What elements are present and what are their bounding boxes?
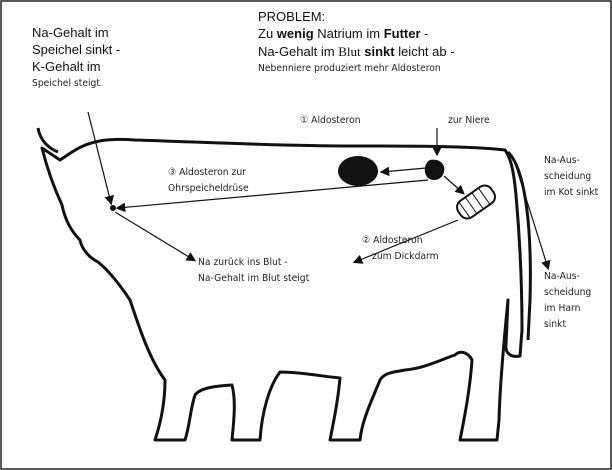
problem-line-2: Na-Gehalt im Blut sinkt leicht ab -: [258, 45, 455, 59]
label-harn-line2: scheidung: [544, 288, 591, 299]
arrow-to-parotid: [118, 180, 428, 208]
arrow-to-colon: [444, 176, 463, 193]
saliva-potassium-note: K-Gehalt im: [32, 60, 101, 74]
label-aldosteron-3-line1: ③ Aldosteron zur: [168, 168, 246, 179]
label-aldosteron-2-line1: ② Aldosteron: [362, 236, 423, 247]
problem-line-1-d: Futter: [384, 26, 421, 41]
arrow-note-to-dot: [88, 112, 111, 203]
problem-heading: PROBLEM:: [258, 10, 325, 24]
problem-line-2-d: sinkt: [364, 44, 394, 59]
problem-line-1: Zu wenig Natrium im Futter -: [258, 27, 429, 41]
kidney-shape: [338, 156, 378, 186]
problem-line-1-c: Natrium im: [314, 26, 384, 41]
problem-line-1-b: wenig: [277, 26, 314, 41]
problem-line-2-a: Na-Gehalt im: [258, 44, 338, 59]
problem-line-2-b: Blut: [338, 44, 360, 59]
label-blood-line1: Na zurück ins Blut -: [198, 258, 288, 269]
label-zur-niere: zur Niere: [448, 116, 490, 127]
cow-outline: [42, 139, 522, 440]
problem-line-2-e: leicht ab -: [395, 44, 455, 59]
label-harn-line3: im Harn: [544, 304, 580, 315]
label-harn-line1: Na-Aus-: [544, 272, 580, 283]
label-blood-line2: Na-Gehalt im Blut steigt: [198, 274, 309, 285]
label-kot-line1: Na-Aus-: [544, 156, 580, 167]
problem-line-3: Nebenniere produziert mehr Aldosteron: [258, 64, 441, 75]
label-harn-line4: sinkt: [544, 320, 566, 331]
parotid-dot: [110, 205, 116, 211]
arrow-to-kidney: [382, 168, 426, 172]
label-aldosteron-2-line2: zum Dickdarm: [372, 252, 439, 263]
arrow-dot-to-blood: [115, 212, 194, 260]
problem-line-1-a: Zu: [258, 26, 277, 41]
problem-line-1-e: -: [421, 26, 429, 41]
colon-shape: [454, 182, 498, 221]
label-aldosteron-1: ① Aldosteron: [300, 116, 361, 127]
adrenal-gland: [425, 160, 445, 180]
label-kot-line2: scheidung: [544, 172, 591, 183]
label-kot-line3: im Kot sinkt: [544, 188, 598, 199]
saliva-sodium-note: Na-Gehalt im: [32, 26, 109, 40]
saliva-sodium-sinks: Speichel sinkt -: [32, 43, 120, 57]
label-aldosteron-3-line2: Ohrspeicheldrüse: [168, 184, 249, 195]
saliva-potassium-rises: Speichel steigt: [32, 79, 100, 90]
